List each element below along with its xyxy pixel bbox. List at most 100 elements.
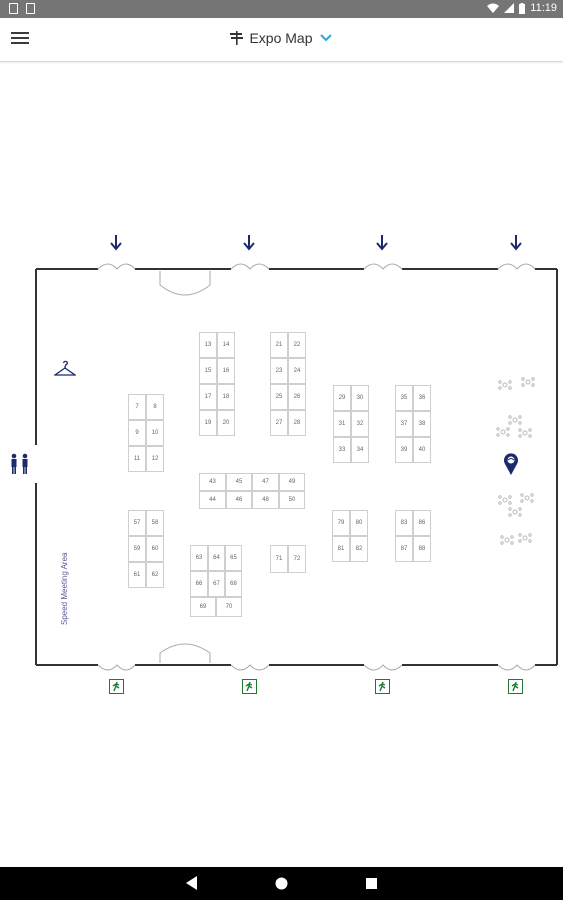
floor-plan-walls <box>35 263 558 671</box>
page-title: Expo Map <box>249 30 313 46</box>
booth-39[interactable]: 39 <box>395 437 413 463</box>
coat-hanger-icon[interactable] <box>54 360 76 378</box>
booth-17[interactable]: 17 <box>199 384 217 410</box>
booth-67[interactable]: 67 <box>208 571 225 597</box>
booth-72[interactable]: 72 <box>288 545 306 573</box>
booth-34[interactable]: 34 <box>351 437 369 463</box>
booth-59[interactable]: 59 <box>128 536 146 562</box>
system-nav-bar <box>0 867 563 900</box>
battery-icon <box>519 2 526 14</box>
booth-16[interactable]: 16 <box>217 358 235 384</box>
booth-47[interactable]: 47 <box>252 473 279 491</box>
booth-86[interactable]: 86 <box>413 510 431 536</box>
booth-81[interactable]: 81 <box>332 536 350 562</box>
booth-45[interactable]: 45 <box>226 473 252 491</box>
booth-64[interactable]: 64 <box>208 545 225 571</box>
status-time: 11:19 <box>530 2 557 14</box>
chevron-down-icon[interactable] <box>319 33 333 43</box>
booth-40[interactable]: 40 <box>413 437 431 463</box>
booth-62[interactable]: 62 <box>146 562 164 588</box>
booth-12[interactable]: 12 <box>146 446 164 472</box>
booth-11[interactable]: 11 <box>128 446 146 472</box>
notification-icon <box>9 3 18 14</box>
signal-icon <box>504 3 515 13</box>
booth-13[interactable]: 13 <box>199 332 217 358</box>
booth-29[interactable]: 29 <box>333 385 351 411</box>
booth-18[interactable]: 18 <box>217 384 235 410</box>
booth-35[interactable]: 35 <box>395 385 413 411</box>
emergency-exit-icon <box>375 679 390 694</box>
map-selector[interactable]: Expo Map <box>0 30 563 46</box>
signpost-icon <box>230 31 244 45</box>
booth-24[interactable]: 24 <box>288 358 306 384</box>
booth-28[interactable]: 28 <box>288 410 306 436</box>
booth-22[interactable]: 22 <box>288 332 306 358</box>
booth-7[interactable]: 7 <box>128 394 146 420</box>
booth-70[interactable]: 70 <box>216 597 242 617</box>
booth-88[interactable]: 88 <box>413 536 431 562</box>
booth-50[interactable]: 50 <box>279 491 305 509</box>
booth-60[interactable]: 60 <box>146 536 164 562</box>
booth-46[interactable]: 46 <box>226 491 252 509</box>
booth-15[interactable]: 15 <box>199 358 217 384</box>
booth-26[interactable]: 26 <box>288 384 306 410</box>
wifi-icon <box>487 3 500 13</box>
booth-57[interactable]: 57 <box>128 510 146 536</box>
booth-61[interactable]: 61 <box>128 562 146 588</box>
back-icon[interactable] <box>186 876 198 890</box>
booth-25[interactable]: 25 <box>270 384 288 410</box>
restroom-icon[interactable] <box>9 453 31 475</box>
booth-31[interactable]: 31 <box>333 411 351 437</box>
emergency-exit-icon <box>508 679 523 694</box>
entrance-arrow-icon <box>243 235 255 251</box>
booth-10[interactable]: 10 <box>146 420 164 446</box>
notification-icon <box>26 3 35 14</box>
booth-58[interactable]: 58 <box>146 510 164 536</box>
booth-19[interactable]: 19 <box>199 410 217 436</box>
booth-9[interactable]: 9 <box>128 420 146 446</box>
booth-30[interactable]: 30 <box>351 385 369 411</box>
booth-14[interactable]: 14 <box>217 332 235 358</box>
booth-49[interactable]: 49 <box>279 473 305 491</box>
booth-69[interactable]: 69 <box>190 597 216 617</box>
entrance-arrow-icon <box>510 235 522 251</box>
booth-48[interactable]: 48 <box>252 491 279 509</box>
lounge-tables-icon <box>498 493 534 545</box>
booth-20[interactable]: 20 <box>217 410 235 436</box>
home-icon[interactable] <box>275 877 288 890</box>
booth-43[interactable]: 43 <box>199 473 226 491</box>
booth-68[interactable]: 68 <box>225 571 242 597</box>
booth-37[interactable]: 37 <box>395 411 413 437</box>
booth-36[interactable]: 36 <box>413 385 431 411</box>
booth-33[interactable]: 33 <box>333 437 351 463</box>
booth-27[interactable]: 27 <box>270 410 288 436</box>
booth-80[interactable]: 80 <box>350 510 368 536</box>
booth-65[interactable]: 65 <box>225 545 242 571</box>
booth-23[interactable]: 23 <box>270 358 288 384</box>
speed-meeting-area-label: Speed Meeting Area <box>60 552 69 626</box>
app-toolbar: Expo Map <box>0 18 563 62</box>
recents-icon[interactable] <box>366 878 377 889</box>
lounge-tables-icon <box>496 377 535 438</box>
booth-8[interactable]: 8 <box>146 394 164 420</box>
booth-38[interactable]: 38 <box>413 411 431 437</box>
entrance-arrow-icon <box>376 235 388 251</box>
booth-66[interactable]: 66 <box>190 571 208 597</box>
booth-82[interactable]: 82 <box>350 536 368 562</box>
booth-87[interactable]: 87 <box>395 536 413 562</box>
booth-21[interactable]: 21 <box>270 332 288 358</box>
booth-71[interactable]: 71 <box>270 545 288 573</box>
booth-83[interactable]: 83 <box>395 510 413 536</box>
emergency-exit-icon <box>242 679 257 694</box>
entrance-arrow-icon <box>110 235 122 251</box>
emergency-exit-icon <box>109 679 124 694</box>
booth-79[interactable]: 79 <box>332 510 350 536</box>
location-pin-icon[interactable] <box>503 452 519 476</box>
booth-32[interactable]: 32 <box>351 411 369 437</box>
booth-63[interactable]: 63 <box>190 545 208 571</box>
status-bar: 11:19 <box>0 0 563 18</box>
booth-44[interactable]: 44 <box>199 491 226 509</box>
menu-icon[interactable] <box>11 32 29 48</box>
